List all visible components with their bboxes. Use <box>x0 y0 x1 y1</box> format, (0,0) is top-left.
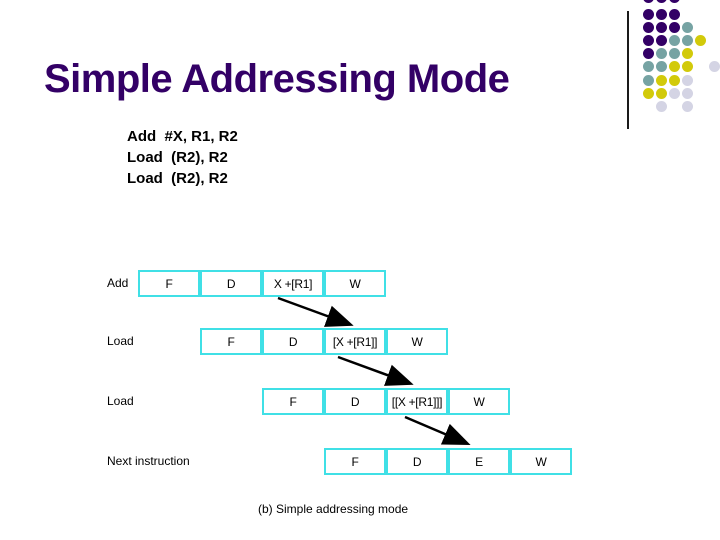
decor-dot <box>642 34 654 46</box>
decor-dot <box>668 87 680 99</box>
code-line: Add #X, R1, R2 <box>127 128 238 145</box>
decor-dot <box>642 48 654 60</box>
slide-title: Simple Addressing Mode <box>44 57 510 101</box>
decor-dot <box>695 34 707 46</box>
decor-dot <box>668 74 680 86</box>
decor-dot <box>682 61 694 73</box>
decor-dot <box>668 0 680 3</box>
stage-box: W <box>324 270 386 297</box>
decor-dot <box>642 61 654 73</box>
code-block: Add #X, R1, R2 Load (R2), R2 Load (R2), … <box>127 126 238 189</box>
decor-dot <box>642 0 654 3</box>
decor-dot <box>655 48 667 60</box>
decor-dot <box>682 34 694 46</box>
stage-box: E <box>448 448 510 475</box>
stage-box: [[X +[R1]]] <box>386 388 448 415</box>
decor-dot <box>655 61 667 73</box>
decor-dot <box>642 74 654 86</box>
stage-box: W <box>510 448 572 475</box>
decor-dot <box>642 21 654 33</box>
decor-dot <box>682 48 694 60</box>
figure-caption: (b) Simple addressing mode <box>258 502 409 516</box>
dependency-arrow <box>404 415 471 445</box>
stage-box: D <box>262 328 324 355</box>
stage-box: F <box>200 328 262 355</box>
decor-dot <box>655 21 667 33</box>
stage-box: X +[R1] <box>262 270 324 297</box>
stage-box: W <box>386 328 448 355</box>
decor-dot <box>642 87 654 99</box>
decor-dot <box>682 100 694 112</box>
decor-dot <box>655 0 667 3</box>
stage-box: D <box>324 388 386 415</box>
stage-box: D <box>200 270 262 297</box>
stage-box: F <box>262 388 324 415</box>
code-line: Load (R2), R2 <box>127 170 228 187</box>
decor-dot <box>642 8 654 20</box>
decor-dot <box>655 8 667 20</box>
pipeline-row-label: Next instruction <box>107 454 190 468</box>
dependency-arrow <box>337 355 414 386</box>
code-line: Load (R2), R2 <box>127 149 228 166</box>
decor-dot <box>668 34 680 46</box>
pipeline-row-label: Load <box>107 394 134 408</box>
stage-box: W <box>448 388 510 415</box>
decor-dot <box>668 48 680 60</box>
decor-dot <box>708 61 720 73</box>
dependency-arrow <box>277 296 354 327</box>
pipeline-row-label: Add <box>107 276 129 290</box>
decor-dot <box>655 100 667 112</box>
decor-dot <box>682 21 694 33</box>
decor-dot <box>655 87 667 99</box>
decor-dot <box>668 21 680 33</box>
decor-dot <box>682 74 694 86</box>
stage-box: F <box>324 448 386 475</box>
decor-dot <box>655 74 667 86</box>
decor-dot <box>668 8 680 20</box>
stage-box: [X +[R1]] <box>324 328 386 355</box>
pipeline-row-label: Load <box>107 334 134 348</box>
decor-dot <box>682 87 694 99</box>
decor-dot <box>655 34 667 46</box>
decor-dot <box>668 61 680 73</box>
stage-box: F <box>138 270 200 297</box>
decor-vertical-rule <box>627 11 629 129</box>
stage-box: D <box>386 448 448 475</box>
